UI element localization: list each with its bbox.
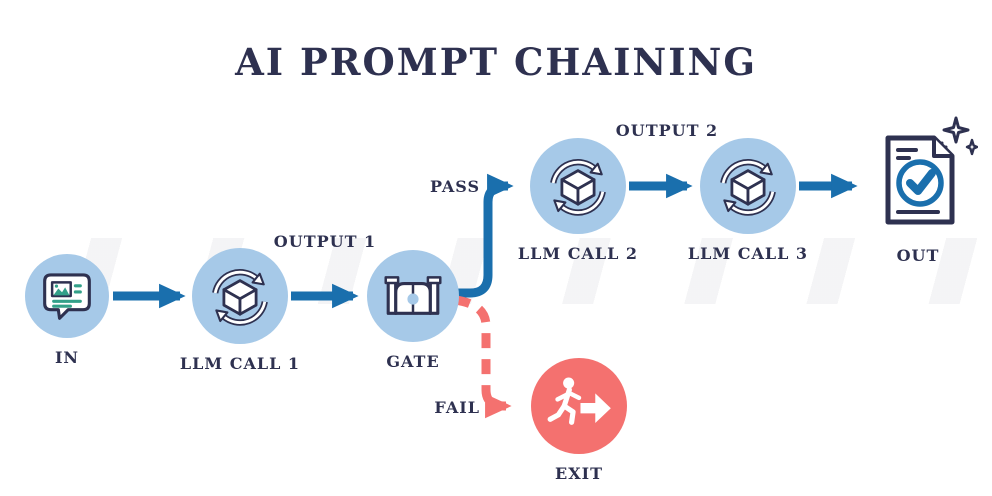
node-exit: EXIT: [531, 358, 627, 483]
sparkle-icon: [965, 138, 979, 156]
cube-cycle-icon: [720, 159, 776, 216]
node-llm-call-1-label: LLM CALL 1: [179, 354, 301, 373]
edge-label-output-2: OUTPUT 2: [615, 121, 719, 140]
node-llm-call-2-circle: [530, 138, 626, 234]
edge-label-fail: FAIL: [434, 398, 480, 417]
node-llm-call-3: LLM CALL 3: [688, 138, 807, 263]
node-llm-call-3-label: LLM CALL 3: [687, 244, 809, 263]
node-llm-call-3-circle: [700, 138, 796, 234]
page-title: AI PROMPT CHAINING: [235, 40, 757, 84]
cube-cycle-icon: [550, 159, 606, 216]
node-in-circle: [25, 254, 109, 338]
node-exit-label: EXIT: [555, 464, 603, 483]
node-llm-call-1-circle: [192, 248, 288, 344]
edge-label-pass: PASS: [429, 177, 480, 196]
document-check-icon: [885, 116, 979, 225]
edge-label-output-1: OUTPUT 1: [273, 232, 377, 251]
gate-icon: [384, 276, 442, 315]
node-gate-label: GATE: [386, 352, 440, 371]
arrow-gate-pass-to-llm2: [455, 173, 514, 298]
running-exit-icon: [547, 377, 611, 425]
cube-cycle-icon: [212, 269, 268, 326]
node-llm-call-1: LLM CALL 1: [180, 248, 299, 373]
node-gate-circle: [367, 250, 459, 342]
arrow-gate-fail-to-exit: [454, 295, 512, 419]
node-in-label: IN: [54, 348, 80, 367]
node-llm-call-2: LLM CALL 2: [518, 138, 637, 263]
node-in: IN: [25, 254, 109, 367]
message-image-icon: [43, 273, 91, 320]
node-llm-call-2-label: LLM CALL 2: [517, 244, 639, 263]
sparkle-icon: [942, 116, 970, 144]
node-gate: GATE: [367, 250, 459, 371]
node-out-label: OUT: [896, 246, 940, 265]
node-out: OUT: [858, 116, 979, 265]
node-exit-circle: [531, 358, 627, 454]
